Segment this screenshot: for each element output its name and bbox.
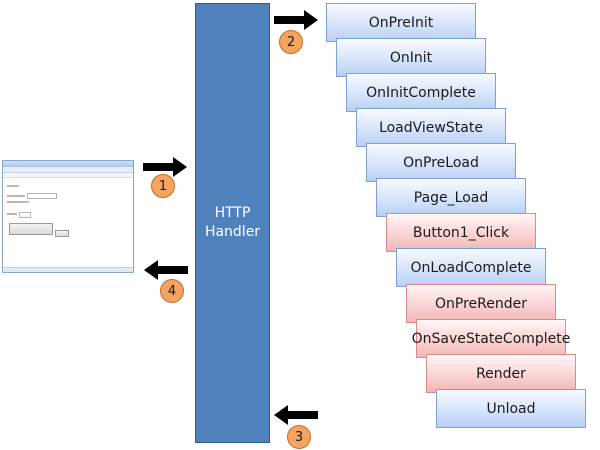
page-line: [7, 185, 19, 187]
stage-load-view-state: LoadViewState: [356, 108, 506, 147]
http-handler-label: HTTP Handler: [204, 205, 261, 240]
browser-title-bar: [3, 161, 133, 167]
browser-address-bar: [3, 167, 133, 173]
page-button: [9, 223, 53, 235]
step-marker-1: 1: [151, 174, 175, 198]
stage-on-load-complete: OnLoadComplete: [396, 248, 546, 287]
request-arrow-icon: [143, 157, 187, 177]
page-field: [27, 193, 57, 199]
stage-button1-click: Button1_Click: [386, 213, 536, 252]
stage-on-save-state-complete: OnSaveStateComplete: [412, 319, 570, 358]
browser-toolbar: [3, 173, 133, 178]
stage-on-init: OnInit: [336, 38, 486, 77]
step-marker-4: 4: [160, 279, 184, 303]
stage-page-load: Page_Load: [376, 178, 526, 217]
stage-on-pre-render: OnPreRender: [406, 284, 556, 323]
stage-on-pre-load: OnPreLoad: [366, 143, 516, 182]
page-line: [7, 213, 17, 215]
stage-on-init-complete: OnInitComplete: [346, 73, 496, 112]
stage-unload: Unload: [436, 389, 586, 428]
browser-status-bar: [3, 267, 133, 272]
page-field: [19, 212, 31, 218]
step-marker-3: 3: [287, 425, 311, 449]
lifecycle-start-arrow-icon: [274, 10, 318, 30]
stage-on-pre-init: OnPreInit: [326, 3, 476, 42]
http-handler-box: HTTP Handler: [195, 3, 270, 443]
response-arrow-icon: [144, 260, 188, 280]
lifecycle-return-arrow-icon: [274, 405, 318, 425]
step-marker-2: 2: [279, 30, 303, 54]
page-line: [7, 201, 29, 203]
page-line: [7, 195, 25, 197]
stage-render: Render: [426, 354, 576, 393]
page-button: [55, 230, 69, 237]
browser-window-thumbnail: [2, 160, 134, 273]
